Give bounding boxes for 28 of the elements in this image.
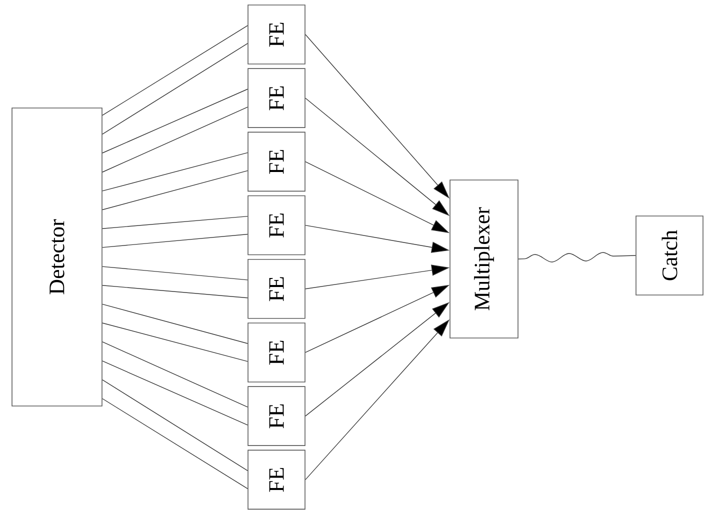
connector-line [102,360,248,426]
wavy-line [518,252,636,262]
catch-box: Catch [636,216,704,296]
connector-line [102,106,248,172]
fe-box: FE [248,450,306,510]
connector-line [102,285,248,298]
connector-line [102,152,248,192]
fe-box: FE [248,132,306,192]
connector-line [102,234,248,248]
connector-line [102,88,248,154]
connector-line [102,322,248,362]
fe-box: FE [248,4,306,64]
connector-line [102,266,248,280]
fe-box: FE [248,68,306,128]
connector-line [102,43,248,135]
connector-line [102,170,248,210]
connector-line [102,398,248,489]
connector-line [102,216,248,229]
connector-line [102,342,248,408]
detector-box: Detector [12,108,102,406]
connector-line [102,25,248,116]
fe-box: FE [248,322,306,382]
fe-box: FE [248,386,306,446]
connector-line [102,379,248,472]
fe-box: FE [248,258,306,319]
connector-line [102,304,248,344]
multiplexer-box: Multiplexer [450,180,518,338]
fe-box: FE [248,195,306,256]
